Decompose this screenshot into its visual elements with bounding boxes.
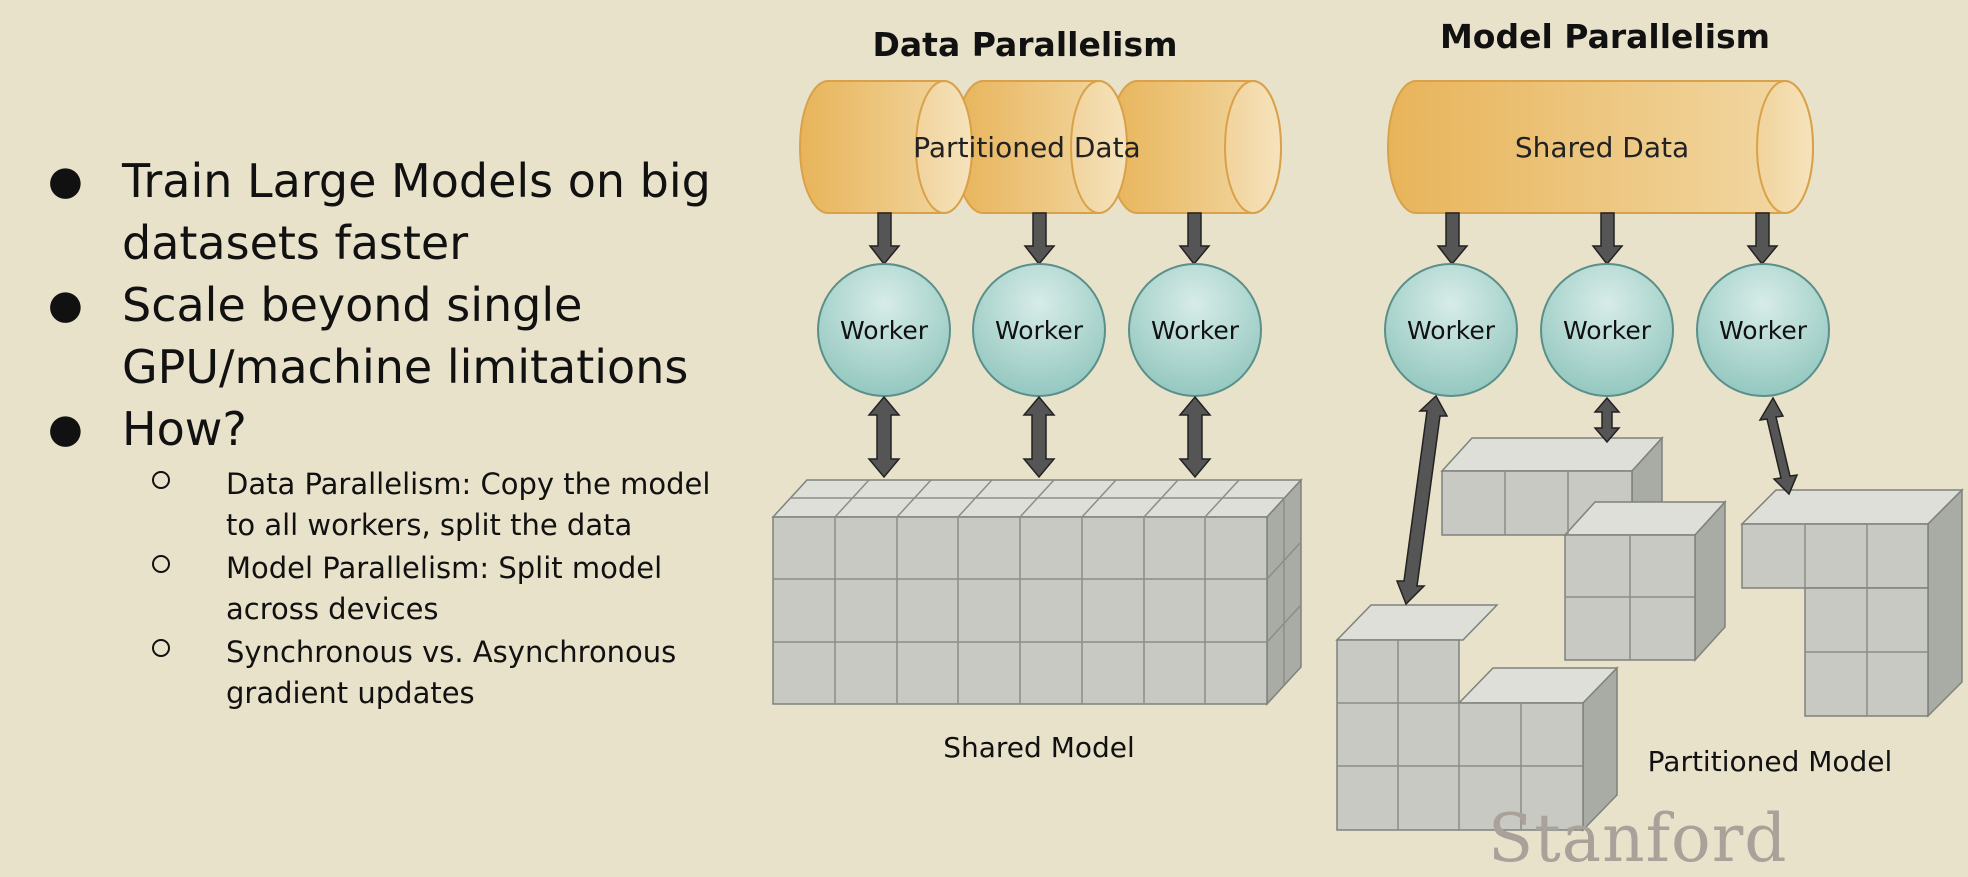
worker-node: Worker [1696,263,1830,397]
down-arrow-icon [1591,212,1624,266]
bullet-line: GPU/machine limitations [122,340,689,394]
bullet-dot-icon: ● [48,406,83,452]
worker-label: Worker [1563,316,1652,345]
model-partition [1740,488,1964,718]
worker-label: Worker [1151,316,1240,345]
sub-bullet-item: Data Parallelism: Copy the model to all w… [40,464,760,546]
bullet-line: datasets faster [122,216,469,270]
shared-model-block [771,478,1303,706]
shared-model-label: Shared Model [943,731,1135,764]
worker-model-arrows [867,395,1212,479]
sub-bullet-line: across devices [226,592,439,626]
bullet-item: ● Train Large Models on big datasets faste… [40,150,760,274]
double-arrow-icon [867,395,901,479]
double-arrow-icon [1022,395,1056,479]
worker-node: Worker [817,263,951,397]
partitioned-data-label: Partitioned Data [913,131,1140,164]
down-arrow-icon [1746,212,1779,266]
partitioned-data-cylinders [799,80,1282,214]
double-arrow-icon [1758,396,1799,496]
sub-bullet-item: Model Parallelism: Split model across dev… [40,548,760,630]
parallelism-diagram: Data Parallelism Model Parallelism Parti… [771,17,1964,832]
worker-label: Worker [1719,316,1808,345]
down-arrow-icon [1023,212,1056,266]
model-parallel-workers: Worker Worker Worker [1384,263,1830,397]
down-arrow-icon [1436,212,1469,266]
sub-bullet-list: Data Parallelism: Copy the model to all w… [40,464,760,714]
sub-bullet-line: to all workers, split the data [226,508,633,542]
stanford-watermark: Stanford [1488,800,1788,877]
worker-label: Worker [995,316,1084,345]
worker-node: Worker [1128,263,1262,397]
bullet-line: Train Large Models on big [122,154,711,208]
worker-partition-arrows [1395,394,1799,606]
down-arrow-icon [868,212,901,266]
circle-bullet-icon [152,555,170,573]
partitioned-model-label: Partitioned Model [1648,745,1893,778]
sub-bullet-line: Data Parallelism: Copy the model [226,467,711,501]
bullet-list: ● Train Large Models on big datasets faste… [40,150,760,716]
bullet-line: Scale beyond single [122,278,583,332]
data-to-worker-arrows [868,212,1779,266]
data-parallel-workers: Worker Worker Worker [817,263,1262,397]
worker-label: Worker [1407,316,1496,345]
shared-data-label: Shared Data [1515,131,1689,164]
model-partition [1440,436,1727,662]
data-parallelism-title: Data Parallelism [873,25,1178,64]
sub-bullet-line: Synchronous vs. Asynchronous [226,635,677,669]
data-cylinder [1108,80,1282,214]
data-cylinder [799,80,973,214]
sub-bullet-line: Model Parallelism: Split model [226,551,663,585]
sub-bullet-item: Synchronous vs. Asynchronous gradient upd… [40,632,760,714]
down-arrow-icon [1178,212,1211,266]
model-partition [1335,604,1619,832]
bullet-dot-icon: ● [48,282,83,328]
model-parallelism-title: Model Parallelism [1440,17,1770,56]
worker-node: Worker [1540,263,1674,397]
double-arrow-icon [1395,394,1449,606]
double-arrow-icon [1178,395,1212,479]
circle-bullet-icon [152,471,170,489]
circle-bullet-icon [152,639,170,657]
shared-data-cylinder [1387,80,1814,214]
worker-label: Worker [840,316,929,345]
sub-bullet-line: gradient updates [226,676,475,710]
double-arrow-icon [1593,396,1621,444]
bullet-line: How? [122,402,247,456]
bullet-item: ● How? [40,398,760,460]
bullet-dot-icon: ● [48,158,83,204]
data-cylinder [954,80,1128,214]
worker-node: Worker [1384,263,1518,397]
worker-node: Worker [972,263,1106,397]
